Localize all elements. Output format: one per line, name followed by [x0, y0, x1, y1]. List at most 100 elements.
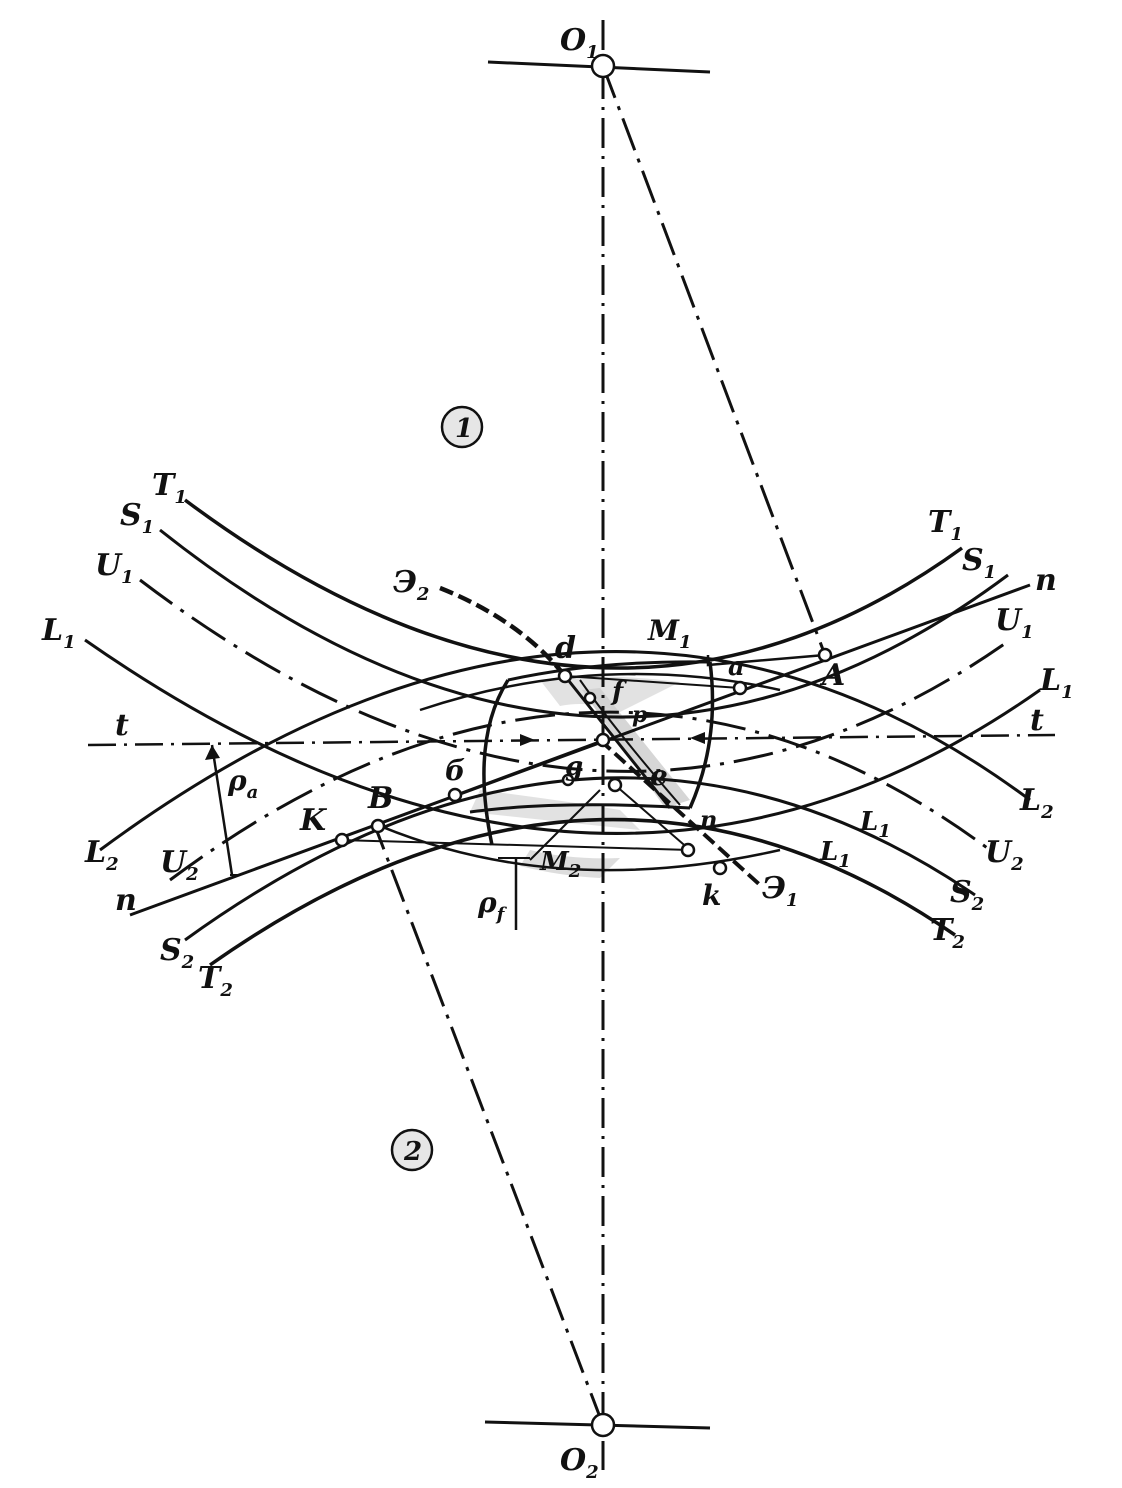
label-t-left: t	[115, 708, 129, 743]
label-t2-right: T2	[930, 913, 965, 953]
label-e2: Э2	[393, 565, 429, 605]
label-rho-f-sub: f	[495, 904, 508, 925]
label-m1-main: M	[647, 614, 680, 647]
tooth-profile-right	[688, 661, 715, 809]
label-s1-right-sub: 1	[984, 562, 997, 583]
label-point-g: g	[565, 752, 583, 782]
label-point-K: K	[299, 803, 328, 838]
label-s2-right: S2	[950, 875, 984, 915]
label-l2-right: L2	[1019, 783, 1054, 823]
label-e1-sub: 1	[786, 890, 799, 911]
label-t-right: t	[1030, 703, 1044, 738]
point-k	[712, 860, 728, 876]
label-e2-sub: 2	[416, 584, 430, 605]
label-l2-right-sub: 2	[1040, 802, 1054, 823]
label-u1-left-main: U	[95, 548, 123, 583]
label-e1-main: Э	[762, 871, 786, 906]
label-l1-left-main: L	[41, 613, 63, 648]
point-o1	[590, 53, 616, 79]
shaded-zone-upper	[540, 676, 680, 712]
label-s1-left-sub: 1	[142, 517, 155, 538]
label-u1-left-sub: 1	[121, 567, 134, 588]
flank-line-inner	[579, 679, 681, 806]
label-point-b: б	[445, 754, 465, 787]
label-l1-lower-a: L1	[859, 807, 891, 842]
label-l1-right: L1	[1039, 663, 1074, 703]
point-K	[334, 832, 350, 848]
label-o2: O2	[560, 1443, 599, 1483]
points	[334, 53, 833, 1438]
point-o2	[590, 1412, 616, 1438]
label-o2-sub: 2	[585, 1462, 599, 1483]
label-u1-left: U1	[95, 548, 134, 588]
label-u2-left-main: U	[160, 845, 188, 880]
label-l1-lower-b: L1	[819, 837, 851, 872]
point-d	[557, 668, 573, 684]
label-point-p: p	[632, 702, 648, 728]
contact-path-e2	[439, 585, 567, 678]
label-point-A: A	[819, 658, 845, 693]
label-s2-right-main: S	[950, 875, 972, 910]
label-t2-left-sub: 2	[219, 980, 233, 1001]
label-s1-left: S1	[120, 498, 154, 538]
pitch-tangent-line-t	[87, 733, 1056, 747]
label-s2-right-sub: 2	[971, 894, 985, 915]
label-t2-right-main: T	[930, 913, 955, 948]
label-point-e: e	[650, 759, 668, 792]
label-point-B: B	[367, 781, 393, 816]
point-A	[817, 647, 833, 663]
label-e2-main: Э	[393, 565, 417, 600]
label-s1-right: S1	[962, 543, 996, 583]
flank-line	[563, 675, 672, 809]
label-o1-main: O	[560, 23, 586, 58]
label-m2: M2	[539, 847, 581, 882]
label-t1-right: T1	[928, 505, 963, 545]
tooth-profile-left	[482, 679, 510, 846]
radius-line-o1-a	[601, 65, 827, 656]
label-u2-right-sub: 2	[1010, 854, 1024, 875]
label-l1-lower-b-main: L	[819, 837, 838, 867]
wheel1-marker	[440, 405, 484, 449]
label-s1-left-main: S	[120, 498, 142, 533]
label-u2-right-main: U	[985, 835, 1013, 870]
label-rho-a-sub: a	[247, 782, 259, 803]
tooth-tip-lower	[469, 803, 691, 814]
wheel1-number: 1	[455, 414, 473, 444]
label-l1-lower-a-sub: 1	[878, 821, 891, 842]
point-a	[732, 680, 748, 696]
label-s1-right-main: S	[962, 543, 984, 578]
label-t1-left: T1	[152, 468, 187, 508]
label-o2-main: O	[560, 1443, 586, 1478]
label-t2-left: T2	[198, 961, 233, 1001]
label-l2-left-sub: 2	[105, 854, 119, 875]
label-s2-left-main: S	[160, 933, 182, 968]
label-t1-right-main: T	[928, 505, 953, 540]
label-u2-left-sub: 2	[185, 864, 199, 885]
point-b	[447, 787, 463, 803]
construction-line-b	[454, 739, 604, 796]
label-point-d: d	[555, 631, 576, 666]
point-n	[680, 842, 696, 858]
construction-line-e	[614, 784, 691, 851]
label-rho-a: ρa	[227, 764, 258, 803]
arrow-u1-w	[520, 734, 535, 746]
tooth-tip-upper	[507, 660, 711, 682]
point-e	[607, 777, 623, 793]
label-t1-right-sub: 1	[950, 524, 963, 545]
addendum-arc-upper	[419, 672, 781, 712]
label-point-a: a	[728, 652, 745, 682]
label-u1-right: U1	[995, 603, 1034, 643]
label-m1: M1	[647, 614, 692, 653]
label-u1-right-main: U	[995, 603, 1023, 638]
label-point-n: n	[700, 805, 717, 834]
label-s2-left-sub: 2	[181, 952, 195, 973]
label-l1-left-sub: 1	[63, 632, 76, 653]
curve-u1	[139, 578, 1011, 773]
point-f	[583, 691, 597, 705]
line-of-action-n	[129, 583, 1031, 917]
label-l2-right-main: L	[1019, 783, 1041, 818]
construction-line-m2	[529, 789, 601, 861]
label-t1-left-main: T	[152, 468, 177, 503]
